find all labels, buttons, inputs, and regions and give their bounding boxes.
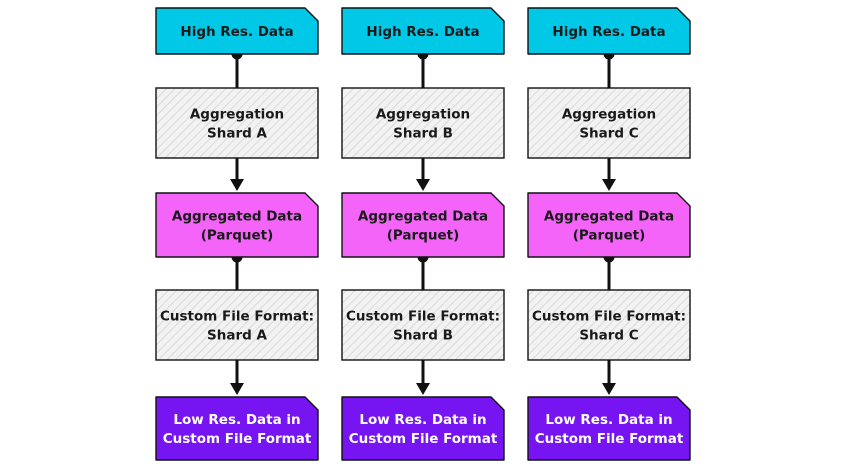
output-node-label: Custom File Format [349, 431, 498, 447]
output-node-c: Low Res. Data in Custom File Format [527, 396, 691, 461]
aggregated-node-shape [341, 192, 505, 258]
custom-format-node-c: Custom File Format: Shard C [527, 289, 691, 361]
aggregated-node-label: Aggregated Data [172, 209, 302, 225]
arrow-head [230, 383, 244, 395]
output-node-label: Custom File Format [163, 431, 312, 447]
aggregation-node-label: Aggregation [562, 107, 656, 123]
custom-format-node-shape [155, 289, 319, 361]
aggregation-node-shape [341, 87, 505, 159]
output-node-shape [155, 396, 319, 461]
output-node-label: Low Res. Data in [359, 412, 486, 428]
output-node-b: Low Res. Data in Custom File Format [341, 396, 505, 461]
source-node-shape [341, 7, 505, 55]
source-node-shape [155, 7, 319, 55]
output-node-label: Low Res. Data in [173, 412, 300, 428]
aggregated-node-label: Aggregated Data [544, 209, 674, 225]
aggregation-node-label: Shard A [207, 126, 267, 142]
arrow-head [416, 383, 430, 395]
custom-format-node-label: Shard A [207, 328, 267, 344]
aggregated-node-c: Aggregated Data (Parquet) [527, 192, 691, 258]
source-node-shape [527, 7, 691, 55]
custom-format-node-label: Shard B [393, 328, 453, 344]
aggregation-node-label: Aggregation [190, 107, 284, 123]
custom-format-node-label: Custom File Format: [160, 309, 314, 325]
custom-format-node-b: Custom File Format: Shard B [341, 289, 505, 361]
arrow-head [602, 179, 616, 191]
aggregation-node-label: Shard B [393, 126, 453, 142]
arrow-head [230, 179, 244, 191]
aggregation-node-label: Aggregation [376, 107, 470, 123]
source-node-label: High Res. Data [366, 24, 479, 40]
source-node-label: High Res. Data [552, 24, 665, 40]
custom-format-node-a: Custom File Format: Shard A [155, 289, 319, 361]
custom-format-node-shape [527, 289, 691, 361]
custom-format-node-label: Custom File Format: [346, 309, 500, 325]
custom-format-node-label: Custom File Format: [532, 309, 686, 325]
aggregated-node-label: (Parquet) [387, 228, 460, 244]
source-node-a: High Res. Data [155, 7, 319, 55]
aggregated-node-shape [155, 192, 319, 258]
output-node-label: Low Res. Data in [545, 412, 672, 428]
aggregated-node-a: Aggregated Data (Parquet) [155, 192, 319, 258]
arrow-head [416, 179, 430, 191]
aggregation-node-shape [155, 87, 319, 159]
arrow-head [602, 383, 616, 395]
aggregated-node-label: Aggregated Data [358, 209, 488, 225]
source-node-c: High Res. Data [527, 7, 691, 55]
aggregated-node-b: Aggregated Data (Parquet) [341, 192, 505, 258]
aggregation-node-shape [527, 87, 691, 159]
source-node-b: High Res. Data [341, 7, 505, 55]
output-node-a: Low Res. Data in Custom File Format [155, 396, 319, 461]
aggregated-node-label: (Parquet) [201, 228, 274, 244]
source-node-label: High Res. Data [180, 24, 293, 40]
output-node-shape [527, 396, 691, 461]
aggregation-node-label: Shard C [579, 126, 638, 142]
aggregated-node-shape [527, 192, 691, 258]
aggregated-node-label: (Parquet) [573, 228, 646, 244]
output-node-label: Custom File Format [535, 431, 684, 447]
output-node-shape [341, 396, 505, 461]
custom-format-node-shape [341, 289, 505, 361]
custom-format-node-label: Shard C [579, 328, 638, 344]
